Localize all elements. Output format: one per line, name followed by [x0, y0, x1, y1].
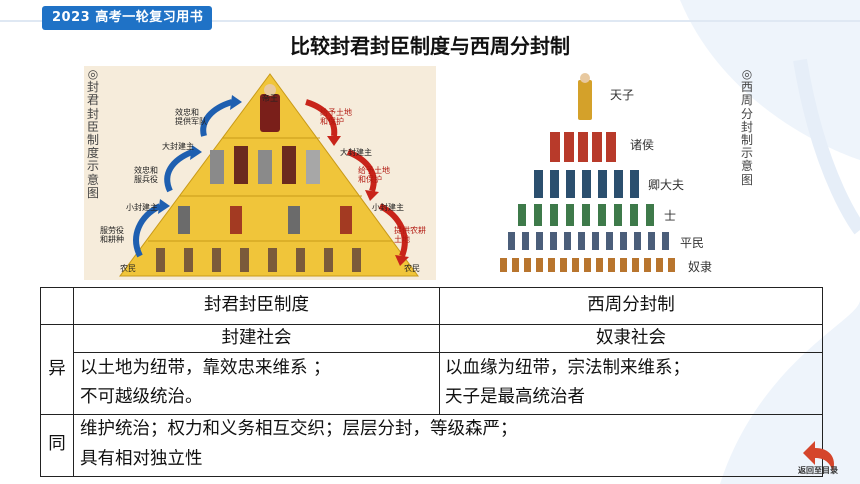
header-feudal: 封君封臣制度	[204, 295, 309, 315]
back-to-toc-label[interactable]: 返回至目录	[798, 466, 838, 475]
left-arrow-mid-label: 效忠和服兵役	[134, 166, 158, 184]
book-badge: 2023 高考一轮复习用书	[42, 6, 212, 30]
farmer-left-label: 农民	[120, 264, 136, 273]
right-arrow-bottom-label: 提供农耕土地	[394, 226, 426, 244]
rank-tianzi-label: 天子	[610, 88, 635, 102]
society-slave: 奴隶社会	[596, 328, 666, 348]
small-lord-left-label: 小封建主	[126, 203, 158, 212]
left-arrow-bottom-label: 服劳役和耕种	[100, 226, 124, 244]
table-corner-cell	[40, 287, 74, 325]
header-divider	[0, 20, 860, 22]
big-lord-right-label: 大封建主	[340, 148, 372, 157]
big-lord-left-label: 大封建主	[162, 142, 194, 151]
undo-arrow-icon[interactable]	[793, 437, 839, 475]
diff-right-line-1: 以血缘为纽带，宗法制来维系；	[445, 358, 690, 378]
rank-shi-label: 士	[664, 209, 677, 223]
header-zhou: 西周分封制	[587, 295, 675, 315]
same-label: 同	[48, 434, 66, 454]
zhou-pyramid-graphic	[500, 73, 675, 272]
zhou-diagram-caption: ◎ 西 周 分 封 制 示 意 图	[740, 67, 753, 187]
small-lord-right-label: 小封建主	[372, 203, 404, 212]
society-feudal: 封建社会	[221, 328, 292, 348]
same-line-1: 维护统治；权力和义务相互交织；层层分封，等级森严；	[80, 419, 518, 439]
feudal-pyramid-graphic	[119, 73, 419, 277]
diff-left-line-1: 以土地为纽带，靠效忠来维系 ；	[80, 358, 331, 378]
diff-label: 异	[48, 359, 66, 379]
page-title: 比较封君封臣制度与西周分封制	[290, 34, 570, 58]
rank-qingdafu-label: 卿大夫	[648, 178, 685, 192]
background-swoosh	[680, 0, 860, 484]
same-content-cell	[73, 414, 823, 477]
feudal-diagram-caption: ◎ 封 君 封 臣 制 度 示 意 图	[86, 67, 99, 200]
right-arrow-top-label: 给予土地和保护	[320, 108, 352, 126]
diff-right-line-2: 天子是最高统治者	[445, 387, 585, 407]
left-arrow-top-label: 效忠和提供军队	[175, 108, 207, 126]
rank-zhuhou-label: 诸侯	[630, 138, 655, 152]
rank-pingmin-label: 平民	[680, 236, 705, 250]
emperor-label: 帝王	[262, 94, 278, 103]
same-line-2: 具有相对独立性	[80, 449, 203, 469]
comparison-table: 封君封臣制度 西周分封制 异 封建社会 奴隶社会 以土地为纽带，靠效忠来维系 ；…	[40, 287, 823, 477]
farmer-right-label: 农民	[404, 264, 420, 273]
rank-nuli-label: 奴隶	[688, 260, 713, 274]
right-arrow-mid-label: 给予土地和保护	[358, 166, 390, 184]
diff-left-line-2: 不可越级统治。	[80, 387, 203, 407]
